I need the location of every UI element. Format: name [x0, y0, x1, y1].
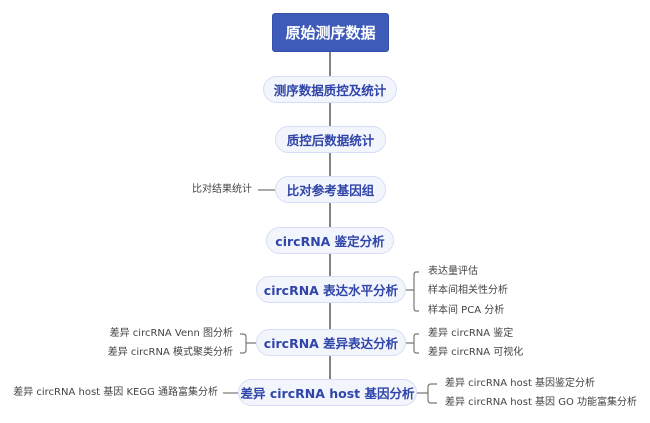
root-node[interactable]: 原始测序数据 [272, 13, 389, 52]
leaf-host-kegg[interactable]: 差异 circRNA host 基因 KEGG 通路富集分析 [13, 387, 218, 398]
leaf-diff-visualization[interactable]: 差异 circRNA 可视化 [428, 347, 524, 358]
leaf-sample-correlation[interactable]: 样本间相关性分析 [428, 285, 508, 296]
leaf-sample-pca[interactable]: 样本间 PCA 分析 [428, 305, 505, 316]
step-qc-node[interactable]: 测序数据质控及统计 [263, 76, 397, 103]
leaf-clustering[interactable]: 差异 circRNA 模式聚类分析 [107, 347, 233, 358]
leaf-alignment-stats[interactable]: 比对结果统计 [192, 184, 252, 195]
step-alignment-node[interactable]: 比对参考基因组 [275, 176, 386, 203]
step-host-gene-node[interactable]: 差异 circRNA host 基因分析 [238, 379, 417, 406]
step-expression-node[interactable]: circRNA 表达水平分析 [256, 276, 406, 303]
step-post-qc-node[interactable]: 质控后数据统计 [275, 126, 386, 153]
leaf-venn[interactable]: 差异 circRNA Venn 图分析 [109, 328, 233, 339]
leaf-host-go[interactable]: 差异 circRNA host 基因 GO 功能富集分析 [445, 397, 638, 408]
step-diff-expression-node[interactable]: circRNA 差异表达分析 [256, 329, 406, 356]
step-identification-node[interactable]: circRNA 鉴定分析 [266, 227, 394, 254]
leaf-diff-identification[interactable]: 差异 circRNA 鉴定 [428, 328, 514, 339]
leaf-host-identification[interactable]: 差异 circRNA host 基因鉴定分析 [445, 378, 596, 389]
leaf-expression-estimate[interactable]: 表达量评估 [428, 266, 478, 277]
